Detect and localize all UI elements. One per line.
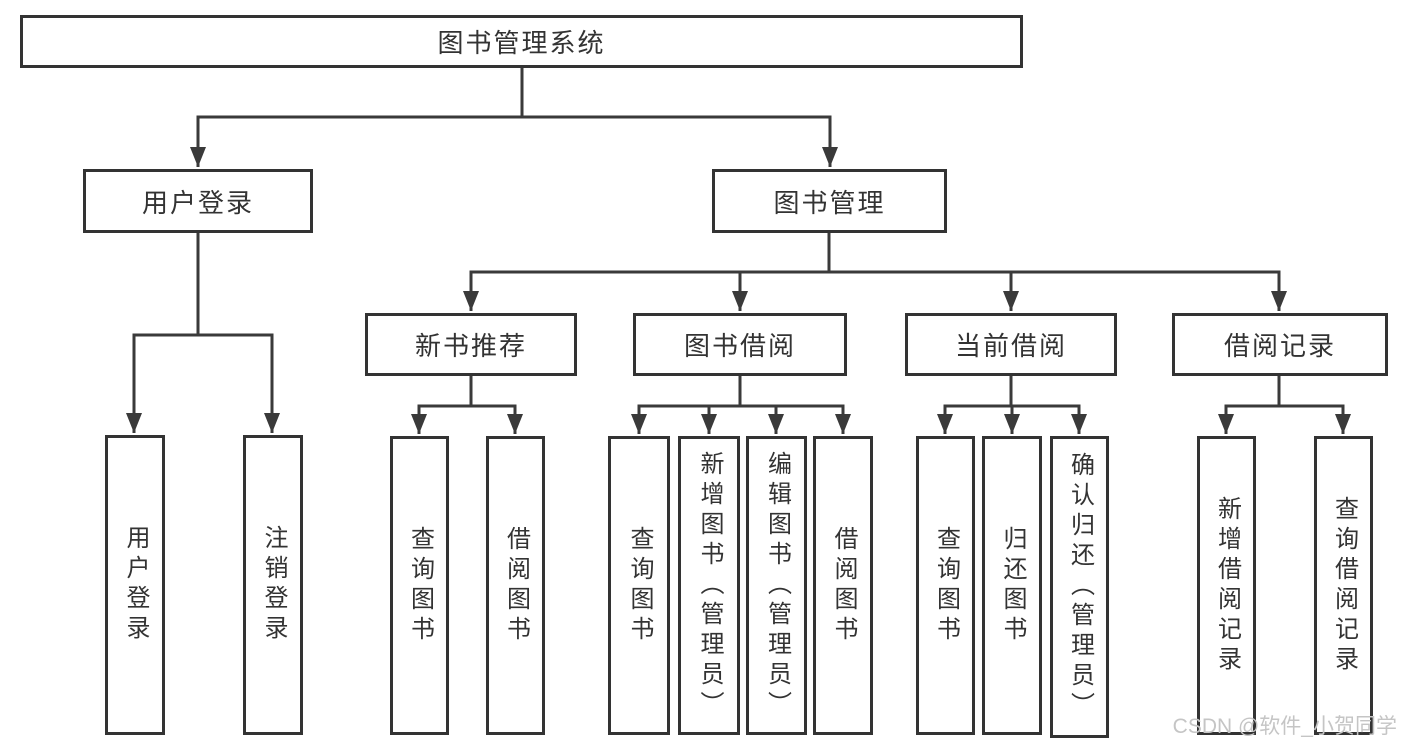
leaf-label: 编辑图书（管理员） bbox=[763, 450, 791, 721]
leaf-label: 用户登录 bbox=[122, 525, 149, 645]
node-leaf-bb-query-books: 查询图书 bbox=[608, 436, 670, 735]
leaf-label: 新增图书（管理员） bbox=[696, 450, 723, 721]
node-leaf-bb-borrow-books: 借阅图书 bbox=[813, 436, 873, 735]
leaf-label: 注销登录 bbox=[260, 525, 287, 645]
leaf-label: 查询借阅记录 bbox=[1330, 495, 1358, 676]
node-book-borrowing: 图书借阅 bbox=[633, 313, 847, 376]
node-root-system: 图书管理系统 bbox=[20, 15, 1023, 68]
node-leaf-br-add-record: 新增借阅记录 bbox=[1197, 436, 1256, 735]
leaf-label: 查询图书 bbox=[932, 525, 960, 646]
node-book-management: 图书管理 bbox=[712, 169, 947, 233]
leaf-label: 借阅图书 bbox=[830, 525, 857, 646]
leaf-label: 确认归还（管理员） bbox=[1066, 452, 1094, 722]
leaf-label: 查询图书 bbox=[406, 525, 434, 646]
node-leaf-cb-query-books: 查询图书 bbox=[916, 436, 975, 735]
leaf-label: 查询图书 bbox=[626, 525, 653, 646]
node-current-borrowing: 当前借阅 bbox=[905, 313, 1117, 376]
node-leaf-logout: 注销登录 bbox=[243, 435, 303, 735]
node-new-book-recommend: 新书推荐 bbox=[365, 313, 577, 376]
leaf-label: 归还图书 bbox=[999, 525, 1026, 646]
node-borrow-records: 借阅记录 bbox=[1172, 313, 1388, 376]
node-user-login: 用户登录 bbox=[83, 169, 313, 233]
node-leaf-bb-add-books-admin: 新增图书（管理员） bbox=[678, 436, 740, 735]
node-leaf-cb-return-books: 归还图书 bbox=[982, 436, 1042, 735]
node-leaf-nb-query-books: 查询图书 bbox=[390, 436, 449, 735]
node-leaf-bb-edit-books-admin: 编辑图书（管理员） bbox=[746, 436, 807, 735]
node-leaf-nb-borrow-books: 借阅图书 bbox=[486, 436, 545, 735]
leaf-label: 借阅图书 bbox=[502, 525, 530, 646]
node-leaf-cb-confirm-return-admin: 确认归还（管理员） bbox=[1050, 436, 1109, 738]
node-leaf-br-query-record: 查询借阅记录 bbox=[1314, 436, 1373, 735]
node-leaf-user-login: 用户登录 bbox=[105, 435, 165, 735]
csdn-watermark: CSDN @软件_小贺同学 bbox=[1172, 715, 1397, 738]
leaf-label: 新增借阅记录 bbox=[1213, 495, 1241, 676]
